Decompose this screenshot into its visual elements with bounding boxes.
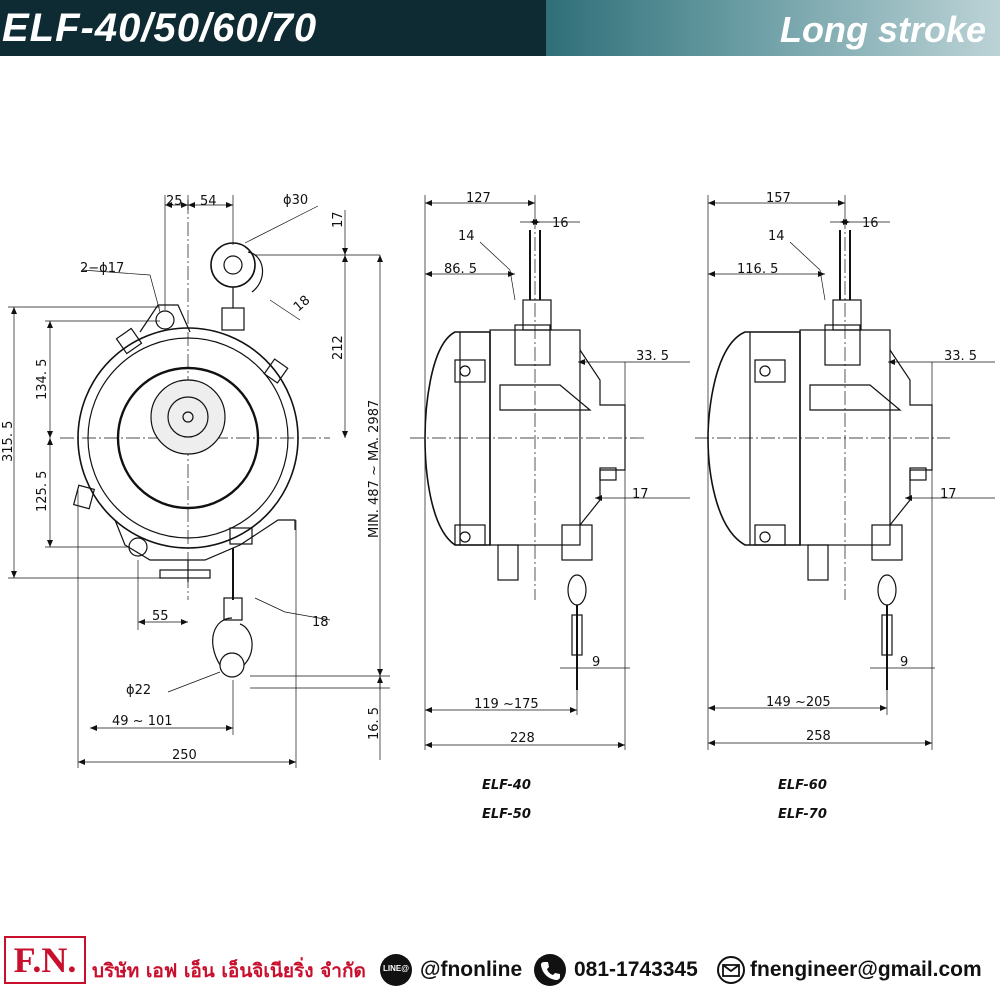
side-view-a	[410, 215, 645, 690]
side-view-b-dimensions	[707, 195, 995, 750]
dim-25: 25	[166, 194, 183, 209]
mail-icon	[716, 956, 746, 984]
dim-2-phi17: 2−ϕ17	[80, 261, 124, 276]
dim-16-b: 16	[862, 216, 879, 231]
header-right-panel: Long stroke	[546, 0, 1000, 56]
line-icon-text: LINE@	[382, 964, 410, 973]
header-bar: ELF-40/50/60/70 Long stroke	[0, 0, 1000, 56]
phone-glyph	[541, 962, 560, 980]
dim-14-b: 14	[768, 229, 785, 244]
dim-33-5-b: 33. 5	[944, 349, 977, 364]
email-link[interactable]: fnengineer@gmail.com	[750, 958, 982, 981]
dim-17-a: 17	[632, 487, 649, 502]
dim-212: 212	[331, 335, 346, 360]
phone-icon	[534, 954, 566, 986]
page-title: ELF-40/50/60/70	[2, 6, 318, 50]
dimension-drawing: 25 54 ϕ30 17 2−ϕ17 18 212 315. 5 134. 5 …	[1, 191, 995, 822]
dim-49-101: 49 ~ 101	[112, 714, 173, 729]
footer-contact-bar: F.N. บริษัท เอฟ เอ็น เอ็นจิเนียริ่ง จำกั…	[0, 934, 1000, 994]
dim-134-5: 134. 5	[35, 359, 50, 400]
dim-315-5: 315. 5	[1, 421, 16, 462]
front-view	[60, 200, 330, 678]
dim-14-a: 14	[458, 229, 475, 244]
dim-116-5: 116. 5	[737, 262, 778, 277]
model-label-elf60: ELF-60	[778, 778, 827, 793]
model-label-elf70: ELF-70	[778, 807, 827, 822]
header-left-panel: ELF-40/50/60/70	[0, 0, 546, 56]
dim-9-a: 9	[592, 655, 600, 670]
dim-17-b: 17	[940, 487, 957, 502]
front-view-labels: 25 54 ϕ30 17 2−ϕ17 18 212 315. 5 134. 5 …	[1, 193, 382, 763]
dim-149-205: 149 ~205	[766, 695, 831, 710]
dim-125-5: 125. 5	[35, 471, 50, 512]
dim-86-5: 86. 5	[444, 262, 477, 277]
model-label-elf50: ELF-50	[482, 807, 531, 822]
dim-16-5: 16. 5	[367, 707, 382, 740]
dim-157: 157	[766, 191, 791, 206]
side-view-a-labels: 127 16 14 86. 5 33. 5 17 9 119 ~175 228 …	[444, 191, 669, 822]
dim-18-bottom: 18	[312, 615, 329, 630]
dim-127: 127	[466, 191, 491, 206]
front-view-dimensions	[8, 195, 390, 768]
dim-17-top: 17	[331, 211, 346, 228]
fn-logo: F.N.	[4, 936, 86, 984]
dim-250: 250	[172, 748, 197, 763]
dim-33-5-a: 33. 5	[636, 349, 669, 364]
company-name: บริษัท เอฟ เอ็น เอ็นจิเนียริ่ง จำกัด	[92, 960, 366, 982]
dim-9-b: 9	[900, 655, 908, 670]
phone-number-link[interactable]: 081-1743345	[574, 958, 698, 981]
dim-phi22: ϕ22	[126, 683, 151, 698]
dim-phi30: ϕ30	[283, 193, 308, 208]
dim-16-a: 16	[552, 216, 569, 231]
dim-258: 258	[806, 729, 831, 744]
line-icon: LINE@	[380, 954, 412, 986]
dim-stroke: MIN. 487 ~ MA. 2987	[367, 400, 382, 538]
dim-228: 228	[510, 731, 535, 746]
side-view-b-labels: 157 16 14 116. 5 33. 5 17 9 149 ~205 258…	[737, 191, 977, 822]
line-id-link[interactable]: @fnonline	[420, 958, 523, 981]
side-view-a-dimensions	[424, 195, 690, 750]
dim-18-top: 18	[291, 293, 313, 315]
dim-119-175: 119 ~175	[474, 697, 539, 712]
dim-55: 55	[152, 609, 169, 624]
model-label-elf40: ELF-40	[482, 778, 531, 793]
dim-54: 54	[200, 194, 217, 209]
mail-glyph	[717, 956, 745, 984]
page-subtitle: Long stroke	[779, 9, 986, 50]
